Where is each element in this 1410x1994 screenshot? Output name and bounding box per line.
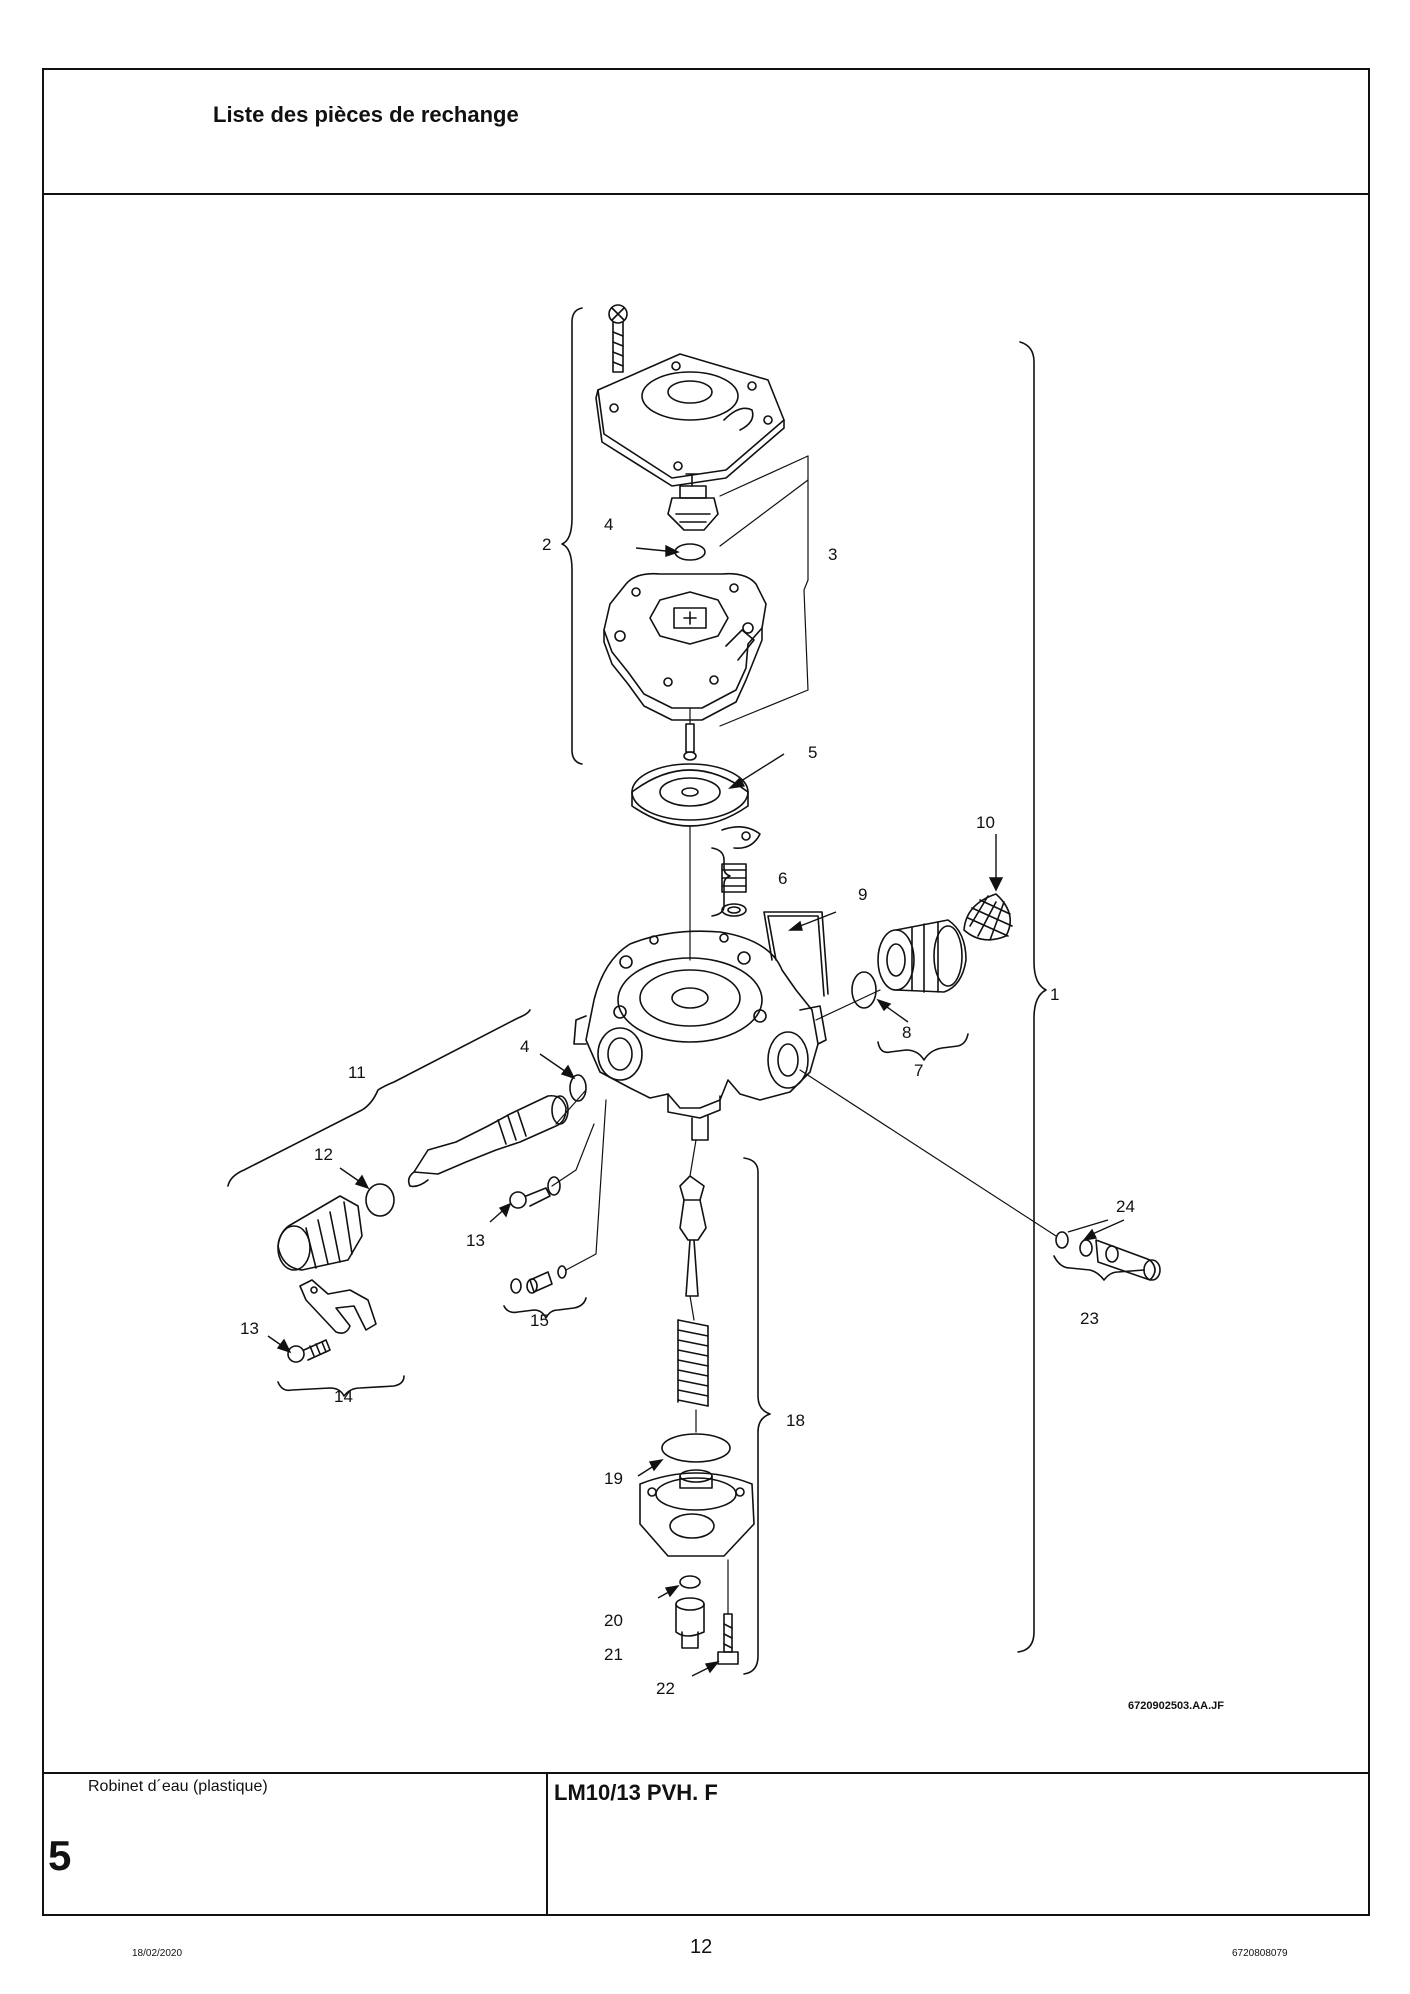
page-frame bbox=[42, 68, 1370, 1916]
brace-11 bbox=[227, 1009, 531, 1187]
label-part-4-lower: 4 bbox=[520, 1037, 529, 1056]
o-ring-12 bbox=[365, 1183, 395, 1217]
label-part-13-lower: 13 bbox=[240, 1319, 259, 1338]
brace-14 bbox=[277, 1375, 405, 1397]
diaphragm-5 bbox=[631, 763, 761, 850]
valve-stem bbox=[679, 1175, 707, 1297]
leader-lines-3 bbox=[719, 455, 809, 727]
brace-2 bbox=[561, 307, 583, 765]
plug-6 bbox=[721, 863, 747, 917]
bypass-screw-23 bbox=[1055, 1231, 1161, 1281]
center-lines bbox=[551, 707, 1057, 1615]
brace-7 bbox=[877, 1033, 969, 1061]
label-part-22: 22 bbox=[656, 1679, 675, 1698]
label-part-6: 6 bbox=[778, 869, 787, 888]
footer-divider bbox=[42, 1772, 1370, 1774]
label-part-21: 21 bbox=[604, 1645, 623, 1664]
label-part-7: 7 bbox=[914, 1061, 923, 1080]
brace-6 bbox=[711, 847, 731, 917]
check-screw-15 bbox=[510, 1265, 567, 1294]
nut-connector-left bbox=[277, 1195, 363, 1271]
label-part-19: 19 bbox=[604, 1469, 623, 1488]
label-part-3: 3 bbox=[828, 545, 837, 564]
label-part-23: 23 bbox=[1080, 1309, 1099, 1328]
brace-1 bbox=[1017, 341, 1047, 1653]
label-part-2: 2 bbox=[542, 535, 551, 554]
clamp-14 bbox=[299, 1279, 377, 1334]
o-ring-19 bbox=[661, 1433, 731, 1463]
footer-section-number: 5 bbox=[48, 1832, 72, 1879]
spindle-shaft bbox=[407, 1094, 569, 1188]
valve-cartridge bbox=[667, 473, 719, 531]
lower-cover bbox=[639, 1469, 755, 1557]
screw-22 bbox=[717, 1613, 739, 1665]
page-number: 12 bbox=[690, 1936, 713, 1958]
label-part-13-upper: 13 bbox=[466, 1231, 485, 1250]
spring bbox=[677, 1319, 709, 1407]
label-part-1: 1 bbox=[1050, 985, 1059, 1004]
brace-23 bbox=[1053, 1255, 1145, 1281]
label-part-20: 20 bbox=[604, 1611, 623, 1630]
top-screw bbox=[608, 304, 628, 373]
label-part-8: 8 bbox=[902, 1023, 911, 1042]
brace-15 bbox=[503, 1297, 587, 1319]
o-ring-8 bbox=[851, 971, 877, 1009]
label-part-5: 5 bbox=[808, 743, 817, 762]
top-cover-plate bbox=[595, 353, 785, 487]
label-part-18: 18 bbox=[786, 1411, 805, 1430]
header-divider bbox=[42, 193, 1370, 195]
label-part-14: 14 bbox=[334, 1387, 353, 1406]
main-valve-body bbox=[573, 930, 827, 1141]
o-ring-20 bbox=[679, 1575, 701, 1589]
screw-13-upper bbox=[509, 1176, 561, 1209]
label-part-9: 9 bbox=[858, 885, 867, 904]
exploded-parts-diagram: 1 2 3 4 4 5 6 7 8 9 10 11 12 13 13 14 15… bbox=[227, 304, 1161, 1698]
label-part-10: 10 bbox=[976, 813, 995, 832]
page-doc-number: 6720808079 bbox=[1232, 1948, 1288, 1959]
footer-column-divider bbox=[546, 1772, 548, 1916]
label-part-12: 12 bbox=[314, 1145, 333, 1164]
page-title: Liste des pièces de rechange bbox=[213, 102, 519, 127]
brace-18 bbox=[743, 1157, 771, 1675]
label-part-15: 15 bbox=[530, 1311, 549, 1330]
label-part-4-upper: 4 bbox=[604, 515, 613, 534]
label-part-11: 11 bbox=[348, 1063, 366, 1082]
upper-housing bbox=[603, 572, 767, 721]
strainer-10 bbox=[963, 893, 1013, 941]
page-date: 18/02/2020 bbox=[132, 1948, 183, 1959]
screw-13-lower bbox=[287, 1339, 331, 1363]
footer-model: LM10/13 PVH. F bbox=[554, 1780, 718, 1805]
connector-7 bbox=[877, 919, 967, 993]
clip-9 bbox=[763, 911, 829, 997]
footer-subtitle: Robinet d´eau (plastique) bbox=[88, 1778, 268, 1795]
drawing-code: 6720902503.AA.JF bbox=[1128, 1700, 1225, 1712]
o-ring-4-lower bbox=[569, 1074, 587, 1102]
insert-21 bbox=[675, 1597, 705, 1649]
small-pin bbox=[683, 723, 697, 761]
label-part-24: 24 bbox=[1116, 1197, 1135, 1216]
